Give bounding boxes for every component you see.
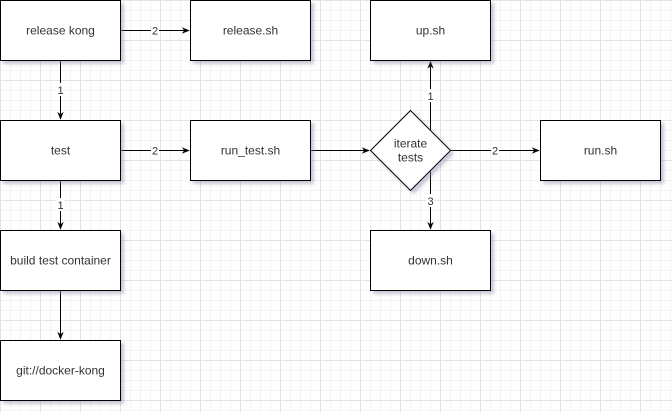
node-build-test-container[interactable]: build test container [0, 230, 121, 291]
node-test[interactable]: test [0, 120, 121, 181]
node-label: git://docker-kong [16, 364, 105, 378]
edge-test-to-build-test-container[interactable]: 1 [56, 180, 65, 230]
node-git-docker-kong[interactable]: git://docker-kong [0, 340, 121, 401]
node-run-sh[interactable]: run.sh [540, 120, 661, 181]
edge-label: 1 [57, 200, 63, 212]
edge-iterate-tests-to-down-sh[interactable]: 3 [426, 170, 435, 230]
process-box[interactable] [190, 0, 311, 61]
edge-label-background [426, 194, 435, 207]
process-box[interactable] [540, 120, 661, 181]
edge-label-background [491, 143, 499, 157]
node-label: run.sh [584, 144, 617, 158]
process-box[interactable] [370, 230, 491, 291]
process-box[interactable] [0, 0, 121, 61]
process-box[interactable] [190, 120, 311, 181]
process-box[interactable] [370, 0, 491, 61]
node-label: tests [398, 151, 423, 165]
edge-release-kong-to-release-sh[interactable]: 2 [120, 23, 190, 38]
decision-diamond[interactable] [369, 109, 452, 192]
process-box[interactable] [0, 230, 121, 291]
process-box[interactable] [0, 120, 121, 181]
node-up-sh[interactable]: up.sh [370, 0, 491, 61]
node-label: down.sh [408, 254, 453, 268]
edge-label: 2 [152, 146, 158, 158]
node-run-test-sh[interactable]: run_test.sh [190, 120, 311, 181]
edge-label: 2 [492, 146, 498, 158]
node-label: iterate [394, 137, 428, 151]
node-label: up.sh [416, 24, 445, 38]
edge-label-background [151, 143, 159, 157]
node-label: build test container [10, 254, 111, 268]
edge-label: 1 [427, 91, 433, 103]
edge-label-background [151, 23, 159, 37]
edge-iterate-tests-to-run-sh[interactable]: 2 [450, 143, 540, 158]
edge-label: 2 [152, 26, 158, 38]
node-label: release.sh [223, 24, 278, 38]
edge-iterate-tests-to-up-sh[interactable]: 1 [426, 60, 435, 131]
node-label: test [51, 144, 71, 158]
edge-release-kong-to-test[interactable]: 1 [56, 60, 65, 120]
node-down-sh[interactable]: down.sh [370, 230, 491, 291]
edge-label-background [56, 83, 65, 96]
edge-test-to-run-test-sh[interactable]: 2 [120, 143, 190, 158]
edge-label-background [56, 198, 65, 211]
node-label: run_test.sh [221, 144, 280, 158]
edge-label-background [426, 89, 435, 102]
edge-label: 1 [57, 85, 63, 97]
process-box[interactable] [0, 340, 121, 401]
node-release-sh[interactable]: release.sh [190, 0, 311, 61]
node-release-kong[interactable]: release kong [0, 0, 121, 61]
node-label: release kong [26, 24, 95, 38]
edge-label: 3 [427, 196, 433, 208]
